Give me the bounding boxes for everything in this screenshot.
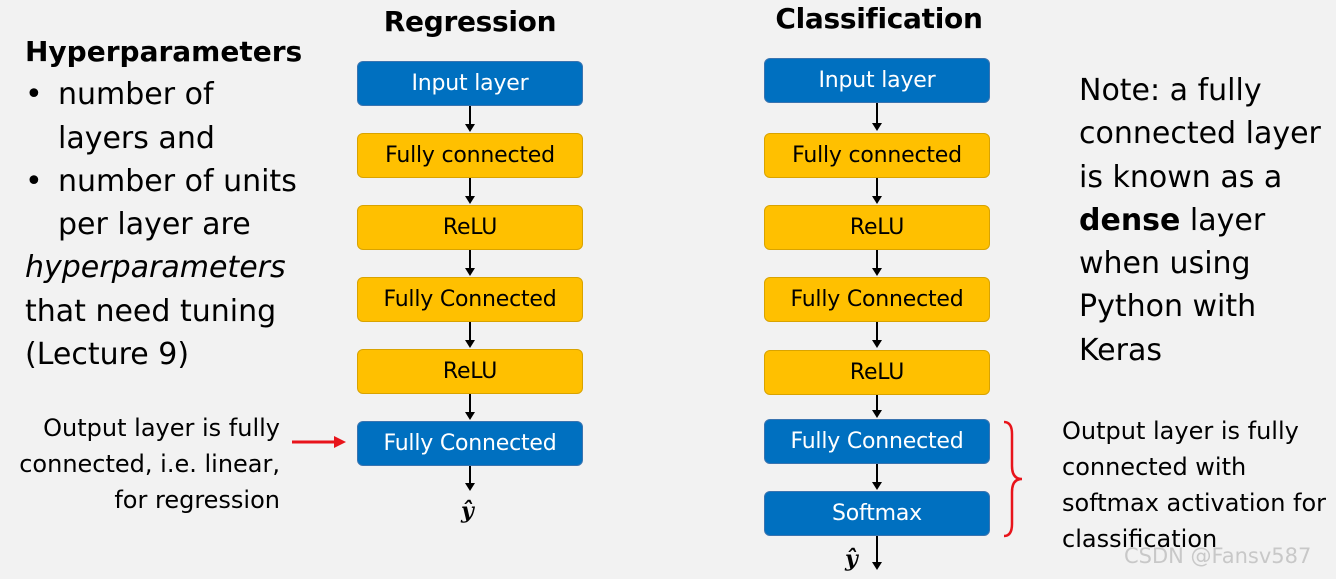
regression-title: Regression — [383, 5, 557, 38]
arrow-down-icon — [872, 482, 882, 490]
arrow-line — [469, 178, 471, 196]
classification-title: Classification — [775, 2, 983, 35]
arrow-line — [876, 536, 878, 562]
arrow-line — [876, 250, 878, 268]
regression-output-layer: Fully Connected — [357, 421, 583, 466]
classification-fully-connected-output: Fully Connected — [764, 419, 990, 464]
arrow-line — [469, 322, 471, 340]
bullet1-line2: layers and — [58, 120, 215, 156]
bullet-icon: • — [25, 77, 43, 113]
hyperparameters-line-tuning: that need tuning — [25, 293, 277, 329]
arrow-line — [876, 103, 878, 123]
regression-fully-connected-2: Fully Connected — [357, 277, 583, 322]
regression-note-line3: for regression — [114, 486, 280, 514]
regression-output-symbol: ŷ — [461, 498, 474, 524]
classification-relu-1: ReLU — [764, 205, 990, 250]
classification-fully-connected-1: Fully connected — [764, 133, 990, 178]
regression-note-line1: Output layer is fully — [43, 414, 280, 442]
bullet-icon: • — [25, 163, 43, 199]
note-line1: Note: a fully — [1079, 73, 1262, 108]
regression-output-note: Output layer is fully connected, i.e. li… — [0, 410, 280, 518]
classification-input-layer: Input layer — [764, 58, 990, 103]
arrow-line — [876, 464, 878, 482]
arrow-down-icon — [872, 268, 882, 276]
classification-softmax: Softmax — [764, 491, 990, 536]
curly-brace-icon — [1003, 420, 1023, 538]
arrow-line — [469, 466, 471, 483]
classification-fully-connected-2: Fully Connected — [764, 277, 990, 322]
regression-input-layer: Input layer — [357, 61, 583, 106]
arrow-line — [469, 394, 471, 412]
arrow-down-icon — [872, 196, 882, 204]
regression-note-line2: connected, i.e. linear, — [19, 450, 280, 478]
arrow-down-icon — [465, 196, 475, 204]
arrow-down-icon — [872, 562, 882, 570]
arrow-line — [469, 106, 471, 124]
arrow-down-icon — [465, 483, 475, 491]
note-line7: Keras — [1079, 332, 1162, 368]
arrow-down-icon — [872, 123, 882, 131]
arrow-down-icon — [465, 268, 475, 276]
classification-note-line1: Output layer is fully — [1062, 417, 1299, 445]
arrow-line — [876, 322, 878, 340]
arrow-down-icon — [872, 340, 882, 348]
classification-relu-2: ReLU — [764, 350, 990, 395]
note-line5: when using — [1079, 246, 1251, 282]
red-arrow-icon — [292, 436, 346, 448]
regression-fully-connected-1: Fully connected — [357, 133, 583, 178]
hyperparameters-block: Hyperparameters • number of layers and •… — [25, 30, 302, 376]
note-line6: Python with — [1079, 289, 1257, 325]
hyperparameters-italic: hyperparameters — [25, 250, 286, 286]
note-line3: is known as a — [1079, 159, 1283, 195]
bullet2-line1: number of units — [58, 163, 297, 199]
hyperparameters-line-lecture: (Lecture 9) — [25, 337, 190, 373]
dense-layer-note: Note: a fully connected layer is known a… — [1079, 69, 1321, 372]
arrow-line — [876, 178, 878, 196]
note-bold-dense: dense — [1079, 202, 1181, 238]
arrow-down-icon — [465, 340, 475, 348]
classification-note-line2: connected with — [1062, 453, 1247, 481]
arrow-down-icon — [465, 124, 475, 132]
bullet1-line1: number of — [58, 77, 214, 113]
bullet-item-units: • number of units — [25, 160, 302, 203]
regression-relu-1: ReLU — [357, 205, 583, 250]
note-line4: dense layer — [1079, 199, 1321, 242]
bullet2-line2: per layer are — [58, 207, 251, 243]
arrow-line — [469, 250, 471, 268]
arrow-line — [876, 395, 878, 410]
classification-output-note: Output layer is fully connected with sof… — [1062, 413, 1334, 557]
watermark: CSDN @Fansv587 — [1124, 544, 1312, 568]
hyperparameters-title: Hyperparameters — [25, 35, 303, 68]
classification-output-symbol: ŷ — [845, 546, 858, 572]
regression-relu-2: ReLU — [357, 349, 583, 394]
classification-note-line3: softmax activation for — [1062, 489, 1327, 517]
arrow-down-icon — [872, 410, 882, 418]
classification-note-line4: classification — [1062, 525, 1218, 553]
note-line2: connected layer — [1079, 116, 1321, 152]
arrow-down-icon — [465, 412, 475, 420]
bullet-item-layers: • number of — [25, 73, 302, 116]
note-line4-rest: layer — [1180, 202, 1266, 238]
